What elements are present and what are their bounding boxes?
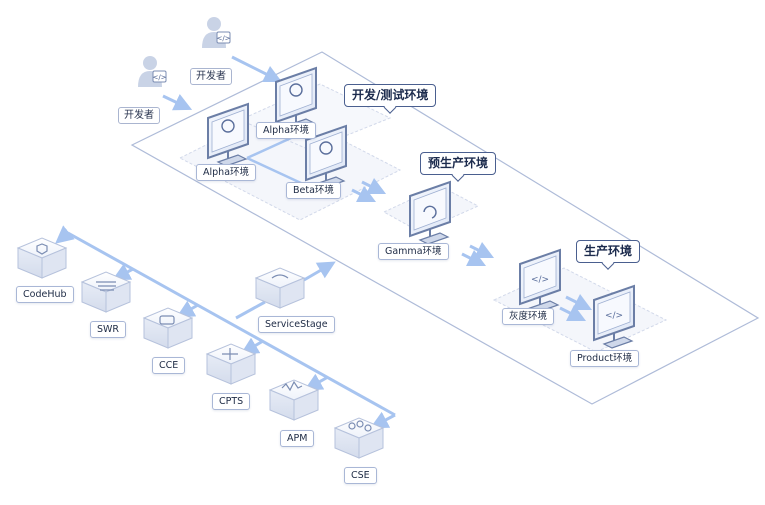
pre-prod-env-callout: 预生产环境 (420, 152, 497, 175)
developer-label-1: 开发者 (190, 68, 232, 85)
flow-arrow-3a (565, 293, 593, 311)
svg-text:</>: </> (605, 311, 623, 321)
toolchain-bus (67, 231, 396, 417)
bus-to-servicestage (235, 300, 266, 320)
flow-arrow-2a (469, 241, 495, 259)
apm-label: APM (280, 430, 315, 447)
bus-to-apm (304, 373, 329, 391)
product-env-label: Product环境 (570, 350, 640, 367)
dev-test-env-callout: 开发/测试环境 (344, 84, 437, 107)
svg-text:</>: </> (531, 275, 549, 285)
cse-cube (334, 417, 384, 459)
dev-arrow-2 (162, 94, 193, 111)
dev-arrow-1 (231, 55, 283, 83)
cse-label: CSE (344, 467, 377, 484)
servicestage-label: ServiceStage (258, 316, 335, 333)
cube-glyphs (36, 243, 372, 432)
developer-icon-2 (137, 55, 168, 88)
alpha-env-label-2: Alpha环境 (196, 164, 257, 181)
alpha-env-label-1: Alpha环境 (256, 122, 317, 139)
swr-cube (81, 271, 131, 313)
prod-env-callout: 生产环境 (576, 240, 641, 263)
bus-to-swr (112, 263, 134, 281)
monitor-glyphs: </> </> (221, 83, 623, 321)
flow-arrow-3b (559, 304, 587, 322)
apm-cube (269, 379, 319, 421)
flow-arrow-2b (461, 249, 487, 267)
flow-arrow-1b (351, 185, 377, 203)
alpha-monitor-1 (275, 67, 317, 131)
alpha-monitor-2 (207, 103, 249, 167)
beta-env-label: Beta环境 (286, 182, 341, 199)
cce-label: CCE (152, 357, 186, 374)
cpts-cube (206, 343, 256, 385)
cpts-label: CPTS (212, 393, 251, 410)
gamma-env-label: Gamma环境 (378, 243, 449, 260)
bus-to-cse (370, 411, 396, 429)
gamma-monitor (409, 181, 451, 245)
codehub-label: CodeHub (16, 286, 74, 303)
dev-test-boundary (130, 51, 760, 405)
developer-icon-1 (201, 16, 232, 49)
developer-label-2: 开发者 (118, 107, 160, 124)
bus-to-codehub (55, 225, 75, 244)
bus-to-cpts (240, 337, 264, 355)
bus-to-cce (176, 300, 199, 318)
swr-label: SWR (90, 321, 127, 338)
servicestage-out-arrow (303, 261, 336, 282)
alpha-link (246, 136, 292, 160)
gray-env-label: 灰度环境 (502, 308, 555, 325)
